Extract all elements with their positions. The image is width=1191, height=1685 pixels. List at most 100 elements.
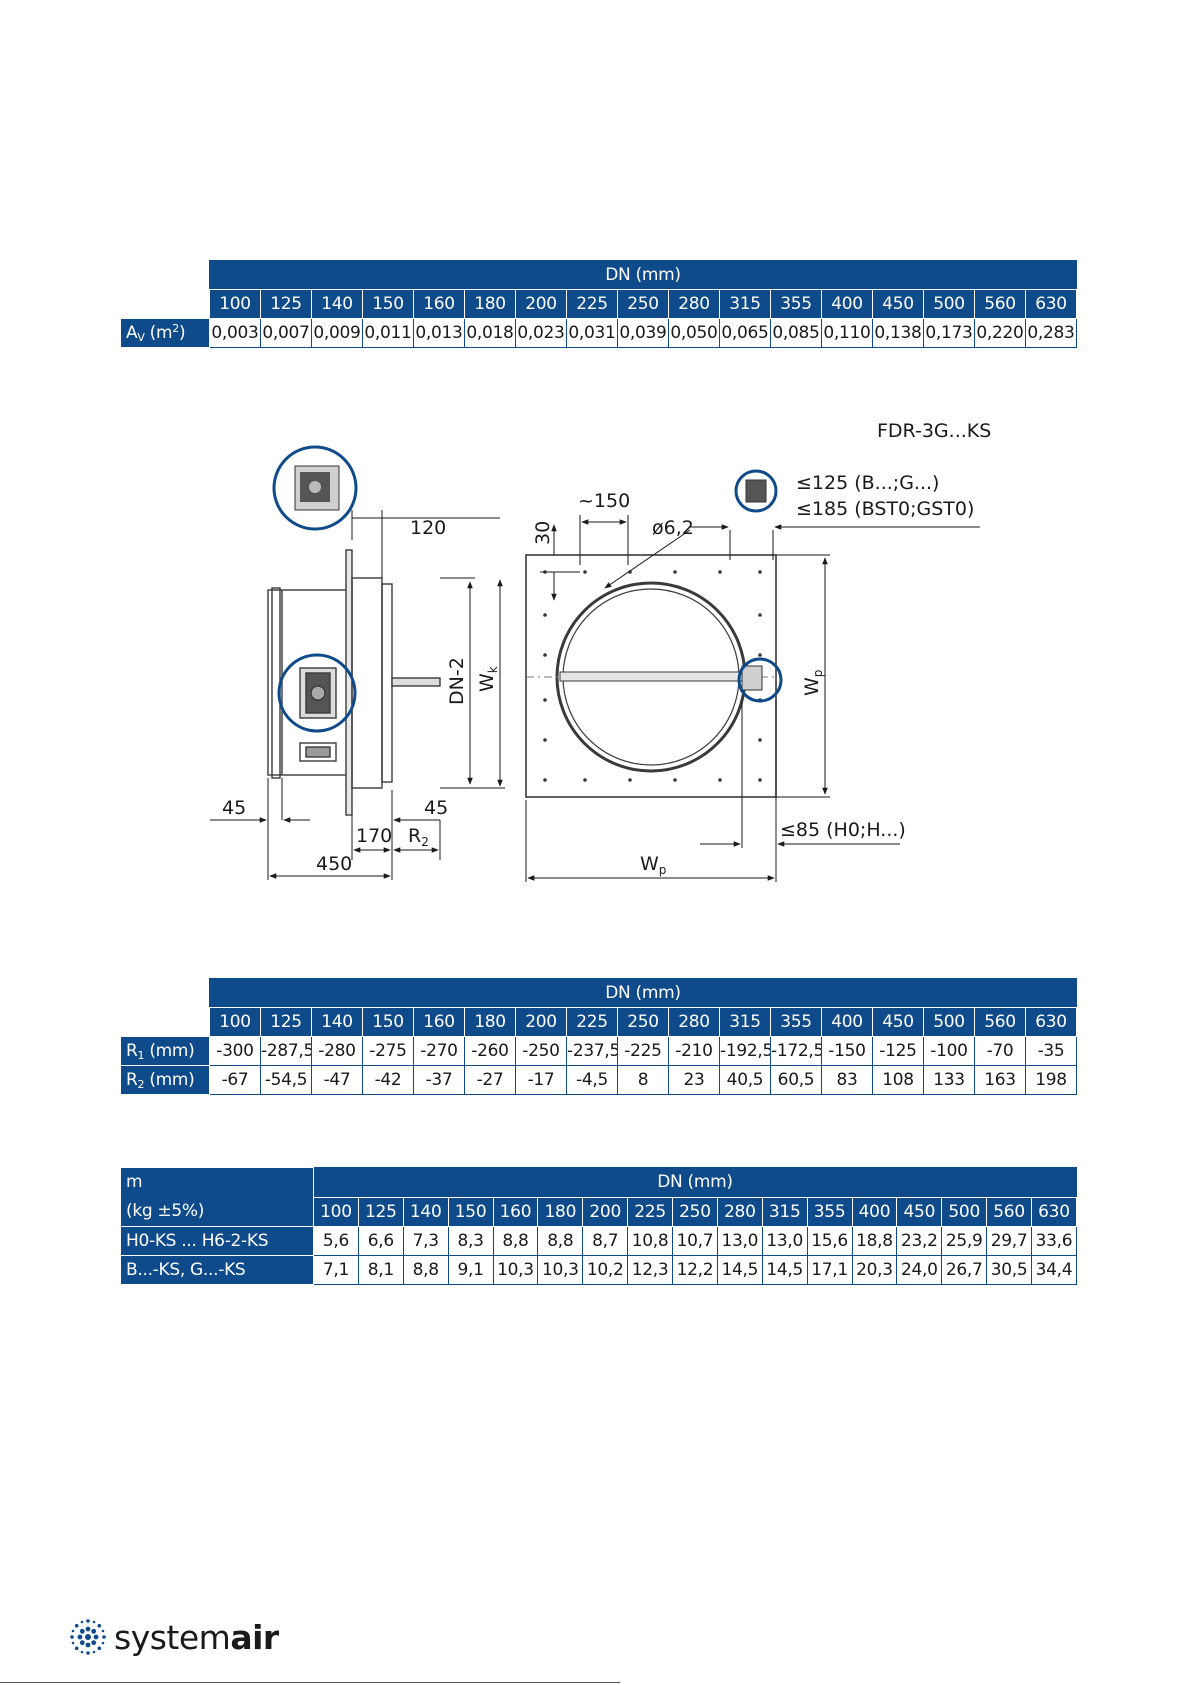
dim-120: 120 xyxy=(410,517,446,539)
dn-cell: 315 xyxy=(761,1196,808,1227)
dn-cell: 225 xyxy=(566,289,618,319)
dn-cell: 355 xyxy=(806,1196,853,1227)
blank-cell xyxy=(121,290,210,319)
r1-cell: -35 xyxy=(1025,1036,1077,1066)
dim-185: ≤185 (BST0;GST0) xyxy=(796,498,974,520)
r2-cell: -47 xyxy=(311,1065,363,1095)
av-cell: 0,050 xyxy=(668,318,720,348)
weight-cell: 8,7 xyxy=(582,1226,629,1256)
dn-cell: 160 xyxy=(413,1007,465,1037)
dim-450: 450 xyxy=(316,853,352,875)
r2-cell: -67 xyxy=(209,1065,261,1095)
r1-cell: -192,5 xyxy=(719,1036,771,1066)
av-cell: 0,085 xyxy=(770,318,822,348)
dn-cell: 100 xyxy=(209,289,261,319)
side-dimensions xyxy=(210,510,505,880)
dn-cell: 225 xyxy=(627,1196,673,1227)
r2-cell: 83 xyxy=(821,1065,873,1095)
dn-cell: 140 xyxy=(311,1007,363,1037)
dim-45-right: 45 xyxy=(424,797,448,819)
weight-cell: 8,3 xyxy=(447,1226,494,1256)
weight-cell: 33,6 xyxy=(1031,1226,1077,1256)
r2-cell: 40,5 xyxy=(719,1065,771,1095)
av-label: AV (m2) xyxy=(120,318,210,348)
weight-cell: 26,7 xyxy=(941,1255,988,1285)
dn-cell: 560 xyxy=(974,1007,1026,1037)
r1-cell: -237,5 xyxy=(566,1036,618,1066)
dn-cell: 315 xyxy=(719,289,771,319)
weight-cell: 9,1 xyxy=(447,1255,494,1285)
detail-callouts xyxy=(272,445,358,733)
dn-cell: 400 xyxy=(821,289,873,319)
dim-r2: R2 xyxy=(408,825,429,849)
top-detail-callout xyxy=(734,469,778,513)
r2-cell: 108 xyxy=(872,1065,924,1095)
av-cell: 0,018 xyxy=(464,318,516,348)
weight-cell: 8,1 xyxy=(357,1255,404,1285)
weight-cell: 7,1 xyxy=(313,1255,359,1285)
r2-cell: -4,5 xyxy=(566,1065,618,1095)
r1-cell: -70 xyxy=(974,1036,1026,1066)
av-cell: 0,110 xyxy=(821,318,873,348)
dn-cell: 630 xyxy=(1025,289,1077,319)
weight-cell: 30,5 xyxy=(986,1255,1032,1285)
weight-cell: 25,9 xyxy=(941,1226,988,1256)
weight-cell: 29,7 xyxy=(986,1226,1032,1256)
blank-cell xyxy=(121,979,210,1008)
front-dimensions xyxy=(525,515,980,882)
dn-cell: 125 xyxy=(357,1196,404,1227)
r2-label: R2 (mm) xyxy=(120,1065,210,1095)
dim-85: ≤85 (H0;H...) xyxy=(780,819,906,841)
r1-row: R1 (mm) -300-287,5-280-275-270-260-250-2… xyxy=(120,1036,1077,1066)
dn-cell: 560 xyxy=(986,1196,1032,1227)
av-cell: 0,283 xyxy=(1025,318,1077,348)
dn-cell: 560 xyxy=(974,289,1026,319)
dn-cell: 150 xyxy=(447,1196,494,1227)
b-label: B...-KS, G...-KS xyxy=(120,1255,314,1285)
r1-cell: -250 xyxy=(515,1036,567,1066)
r1-cell: -270 xyxy=(413,1036,465,1066)
systemair-logo: systemair xyxy=(68,1615,279,1659)
dn-cell: 355 xyxy=(770,1007,822,1037)
weight-cell: 24,0 xyxy=(896,1255,943,1285)
weight-cell: 10,3 xyxy=(492,1255,539,1285)
r2-cell: 23 xyxy=(668,1065,720,1095)
dim-dn2: DN-2 xyxy=(446,657,468,705)
av-cell: 0,003 xyxy=(209,318,261,348)
dn-cell: 400 xyxy=(851,1196,898,1227)
av-cell: 0,173 xyxy=(923,318,975,348)
r2-cell: 8 xyxy=(617,1065,669,1095)
dn-cell: 355 xyxy=(770,289,822,319)
weight-cell: 5,6 xyxy=(313,1226,359,1256)
weight-cell: 17,1 xyxy=(806,1255,853,1285)
weight-cell: 15,6 xyxy=(806,1226,853,1256)
blank-cell xyxy=(121,1008,210,1037)
dn-cell: 500 xyxy=(923,289,975,319)
weight-cell: 13,0 xyxy=(716,1226,763,1256)
dn-cell: 280 xyxy=(668,1007,720,1037)
weight-cell: 34,4 xyxy=(1031,1255,1077,1285)
dim-30: 30 xyxy=(532,521,554,545)
r1-cell: -300 xyxy=(209,1036,261,1066)
av-cell: 0,023 xyxy=(515,318,567,348)
dim-150: ~150 xyxy=(578,490,630,512)
av-cell: 0,138 xyxy=(872,318,924,348)
side-view xyxy=(267,549,441,816)
logo-wordmark: systemair xyxy=(114,1617,279,1657)
dim-45-left: 45 xyxy=(222,797,246,819)
weight-cell: 10,2 xyxy=(582,1255,629,1285)
dn-cell: 280 xyxy=(716,1196,763,1227)
weight-cell: 14,5 xyxy=(716,1255,763,1285)
r2-cell: 60,5 xyxy=(770,1065,822,1095)
dn-cell: 200 xyxy=(515,289,567,319)
r2-cell: -54,5 xyxy=(260,1065,312,1095)
dn-cell: 225 xyxy=(566,1007,618,1037)
r1-cell: -210 xyxy=(668,1036,720,1066)
r1-cell: -172,5 xyxy=(770,1036,822,1066)
dim-hole: ø6,2 xyxy=(652,517,694,539)
weight-cell: 14,5 xyxy=(761,1255,808,1285)
